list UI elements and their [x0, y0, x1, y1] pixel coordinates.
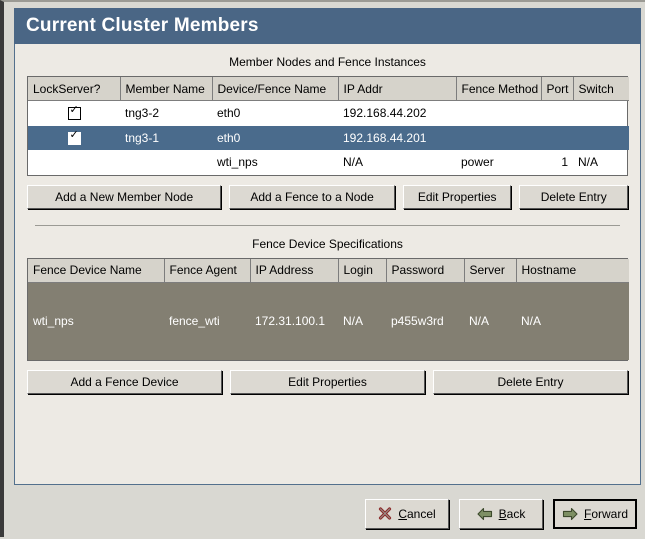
table-header-row: Fence Device Name Fence Agent IP Address…	[28, 258, 629, 283]
column-header-ip-addr[interactable]: IP Addr	[338, 77, 457, 101]
table-row[interactable]: ✓ tng3-2 eth0 192.168.44.202	[28, 101, 629, 126]
member-nodes-table-container: LockServer? Member Name Device/Fence Nam…	[27, 76, 629, 176]
lockserver-checkbox[interactable]: ✓	[67, 128, 81, 145]
column-header-port[interactable]: Port	[541, 77, 574, 101]
cell-fence-device-name: wti_nps	[28, 282, 164, 360]
check-icon: ✓	[69, 128, 79, 141]
fence-delete-entry-button[interactable]: Delete Entry	[433, 370, 628, 394]
fence-device-actions: Add a Fence Device Edit Properties Delet…	[27, 370, 628, 394]
cell-lockserver[interactable]: ✓	[28, 125, 120, 150]
cancel-x-icon	[378, 507, 392, 521]
cell-device-fence-name: eth0	[212, 125, 338, 150]
back-button-label: Back	[499, 507, 526, 521]
column-header-login[interactable]: Login	[338, 258, 387, 283]
column-header-password[interactable]: Password	[386, 258, 465, 283]
cell-member-name	[120, 150, 212, 175]
cell-ip-addr: N/A	[343, 155, 364, 170]
lockserver-checkbox[interactable]: ✓	[67, 104, 81, 121]
column-header-fence-device-name[interactable]: Fence Device Name	[28, 258, 165, 283]
cell-device-fence-name: wti_nps	[217, 155, 258, 170]
table-header-row: LockServer? Member Name Device/Fence Nam…	[28, 77, 629, 101]
cell-switch	[573, 101, 629, 126]
check-icon: ✓	[69, 104, 79, 117]
cell-port: 1	[561, 155, 568, 170]
forward-label-rest: orward	[591, 507, 629, 521]
table-row[interactable]: ✓ tng3-1 eth0 192.168.44.201	[28, 125, 629, 150]
back-label-rest: ack	[506, 507, 526, 521]
edit-properties-button[interactable]: Edit Properties	[402, 184, 512, 209]
fence-edit-properties-button[interactable]: Edit Properties	[230, 370, 425, 394]
navigation-buttons: Cancel Back Forward	[365, 499, 637, 529]
column-header-server[interactable]: Server	[464, 258, 517, 283]
cell-login: N/A	[338, 282, 386, 360]
fence-device-table-container: Fence Device Name Fence Agent IP Address…	[27, 257, 629, 361]
cell-ip-address: 172.31.100.1	[250, 282, 338, 360]
add-fence-to-node-button[interactable]: Add a Fence to a Node	[229, 184, 395, 209]
cancel-mnemonic: C	[398, 507, 407, 521]
table-row[interactable]: wti_nps N/A power 1 N/A	[28, 150, 629, 175]
cell-port	[541, 125, 573, 150]
content-panel: Member Nodes and Fence Instances LockSer…	[14, 44, 641, 485]
fence-device-table: Fence Device Name Fence Agent IP Address…	[28, 258, 629, 360]
cell-fence-method: power	[461, 155, 494, 170]
column-header-ip-address[interactable]: IP Address	[250, 258, 339, 283]
delete-entry-button[interactable]: Delete Entry	[519, 184, 628, 209]
cancel-label-rest: ancel	[406, 507, 436, 521]
cancel-button-label: Cancel	[398, 507, 435, 521]
cell-device-fence-name: eth0	[217, 106, 241, 121]
cell-lockserver	[28, 150, 120, 175]
column-header-device-fence-name[interactable]: Device/Fence Name	[212, 77, 339, 101]
column-header-lockserver[interactable]: LockServer?	[28, 77, 121, 101]
column-header-hostname[interactable]: Hostname	[516, 258, 629, 283]
cell-fence-method	[456, 101, 541, 126]
cell-hostname: N/A	[516, 282, 629, 360]
cancel-button[interactable]: Cancel	[365, 499, 449, 529]
page-title: Current Cluster Members	[26, 15, 259, 36]
column-header-fence-method[interactable]: Fence Method	[456, 77, 542, 101]
column-header-fence-agent[interactable]: Fence Agent	[164, 258, 251, 283]
cell-ip-addr: 192.168.44.201	[338, 125, 456, 150]
fence-device-table-body: wti_nps fence_wti 172.31.100.1 N/A p455w…	[28, 282, 629, 360]
add-fence-device-button[interactable]: Add a Fence Device	[27, 370, 222, 394]
forward-button-label: Forward	[584, 507, 628, 521]
add-new-member-node-button[interactable]: Add a New Member Node	[27, 184, 222, 209]
arrow-right-icon	[562, 507, 578, 521]
arrow-left-icon	[477, 507, 493, 521]
table-row[interactable]: wti_nps fence_wti 172.31.100.1 N/A p455w…	[28, 282, 629, 360]
members-section-heading: Member Nodes and Fence Instances	[229, 55, 426, 69]
cell-password: p455w3rd	[386, 282, 464, 360]
cell-port	[541, 101, 573, 126]
title-bar: Current Cluster Members	[14, 8, 641, 44]
member-nodes-table-body: ✓ tng3-2 eth0 192.168.44.202 ✓ tng3-1	[28, 101, 629, 175]
forward-mnemonic: F	[583, 507, 592, 521]
column-header-switch[interactable]: Switch	[573, 77, 629, 101]
cell-server: N/A	[464, 282, 516, 360]
member-node-actions: Add a New Member Node Add a Fence to a N…	[27, 184, 628, 209]
cell-fence-method	[456, 125, 541, 150]
cell-switch: N/A	[578, 155, 599, 170]
column-header-member-name[interactable]: Member Name	[120, 77, 213, 101]
cell-ip-addr: 192.168.44.202	[343, 106, 427, 121]
cell-switch	[573, 125, 629, 150]
cell-member-name: tng3-2	[125, 106, 160, 121]
cell-fence-agent: fence_wti	[164, 282, 250, 360]
forward-button[interactable]: Forward	[553, 499, 637, 529]
navigation-bar: Cancel Back Forward	[4, 488, 645, 539]
cell-member-name: tng3-1	[120, 125, 212, 150]
back-mnemonic: B	[498, 507, 507, 521]
member-nodes-table: LockServer? Member Name Device/Fence Nam…	[28, 77, 629, 175]
back-button[interactable]: Back	[459, 499, 543, 529]
cell-lockserver[interactable]: ✓	[28, 101, 120, 126]
section-divider	[35, 224, 620, 226]
fence-section-heading: Fence Device Specifications	[252, 236, 403, 251]
